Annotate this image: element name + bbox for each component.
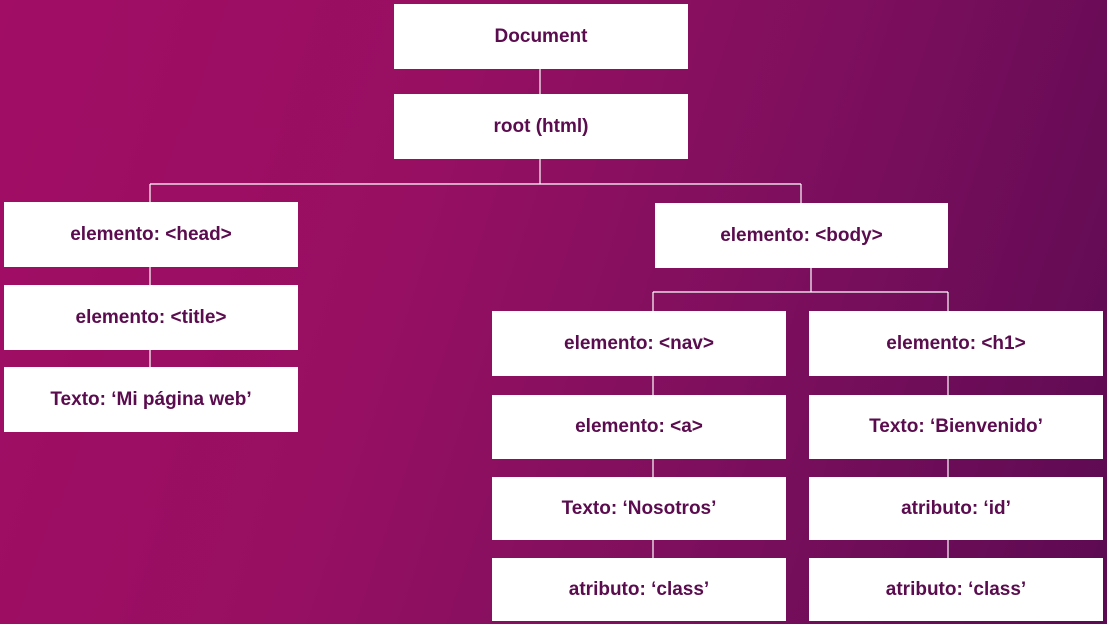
node-h1-class-attribute: atributo: ‘class’ bbox=[809, 558, 1103, 621]
node-body: elemento: <body> bbox=[655, 203, 948, 268]
node-document: Document bbox=[394, 4, 688, 69]
node-h1: elemento: <h1> bbox=[809, 311, 1103, 376]
node-title-text: Texto: ‘Mi página web’ bbox=[4, 367, 298, 432]
node-anchor-class-attribute: atributo: ‘class’ bbox=[492, 558, 786, 621]
node-root-html: root (html) bbox=[394, 94, 688, 159]
node-h1-text: Texto: ‘Bienvenido’ bbox=[809, 395, 1103, 459]
node-nav: elemento: <nav> bbox=[492, 311, 786, 376]
node-anchor-text: Texto: ‘Nosotros’ bbox=[492, 477, 786, 540]
node-head: elemento: <head> bbox=[4, 202, 298, 267]
node-h1-id-attribute: atributo: ‘id’ bbox=[809, 477, 1103, 540]
node-title: elemento: <title> bbox=[4, 285, 298, 350]
node-anchor: elemento: <a> bbox=[492, 395, 786, 459]
